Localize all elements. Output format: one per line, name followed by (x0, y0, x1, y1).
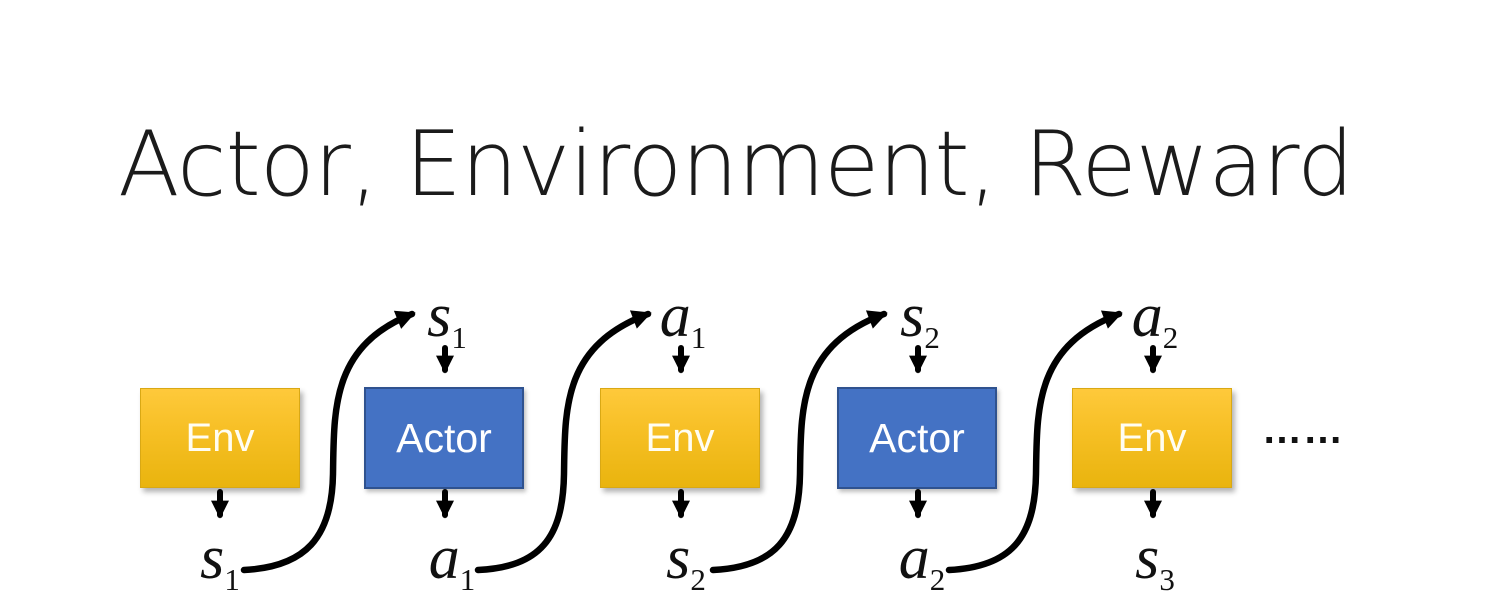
top-label-a1-base: a (659, 282, 691, 350)
top-label-a2: a2 (1131, 282, 1179, 353)
bottom-label-a1-base: a (428, 524, 460, 592)
env-box-2: Env (600, 388, 760, 488)
env-box-1: Env (140, 388, 300, 488)
actor-box-1-label: Actor (396, 414, 492, 461)
bottom-label-s2-sub: 2 (690, 562, 706, 597)
actor-box-1: Actor (364, 387, 524, 489)
bottom-label-a1: a1 (428, 524, 476, 595)
env-box-3-label: Env (1117, 415, 1187, 460)
top-label-a1: a1 (659, 282, 707, 353)
top-label-a2-base: a (1131, 282, 1163, 350)
bottom-label-a2: a2 (898, 524, 946, 595)
bottom-label-a2-base: a (898, 524, 930, 592)
bottom-label-s2-base: s (666, 524, 691, 592)
actor-box-2-label: Actor (869, 414, 965, 461)
bottom-label-s3-base: s (1135, 524, 1160, 592)
bottom-label-s2: s2 (666, 524, 706, 595)
bottom-label-s3-sub: 3 (1159, 562, 1175, 597)
top-label-s1-base: s (427, 282, 452, 350)
bottom-label-a1-sub: 1 (459, 562, 476, 597)
bottom-label-s1-sub: 1 (224, 562, 240, 597)
slide-title: Actor, Environment, Reward (118, 112, 1354, 217)
env-box-2-label: Env (645, 415, 715, 460)
env-box-1-label: Env (185, 415, 255, 460)
top-label-s1: s1 (427, 282, 467, 353)
continuation-ellipsis: …… (1262, 408, 1344, 452)
top-label-s2: s2 (900, 282, 940, 353)
bottom-label-a2-sub: 2 (929, 562, 946, 597)
top-label-s2-base: s (900, 282, 925, 350)
top-label-s1-sub: 1 (451, 320, 467, 355)
down-arrows-top (436, 345, 1162, 374)
top-label-s2-sub: 2 (924, 320, 940, 355)
bottom-label-s1: s1 (200, 524, 240, 595)
bottom-label-s3: s3 (1135, 524, 1175, 595)
down-arrows-bottom (211, 489, 1162, 519)
actor-box-2: Actor (837, 387, 997, 489)
top-label-a1-sub: 1 (690, 320, 707, 355)
bottom-label-s1-base: s (200, 524, 225, 592)
top-label-a2-sub: 2 (1162, 320, 1179, 355)
env-box-3: Env (1072, 388, 1232, 488)
